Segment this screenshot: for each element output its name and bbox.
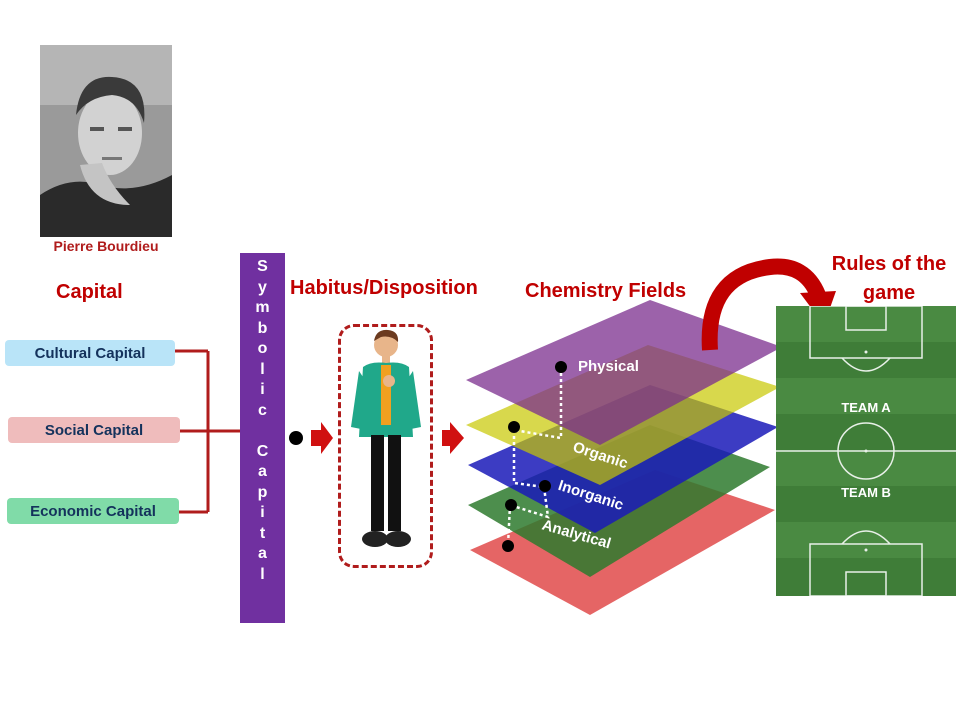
team-b-label: TEAM B xyxy=(841,485,891,500)
economic-capital-box: Economic Capital xyxy=(7,498,179,524)
symbolic-letter xyxy=(240,421,285,442)
symbolic-letter: m xyxy=(255,299,270,316)
symbolic-letter: S xyxy=(257,258,268,275)
symbolic-letter: l xyxy=(260,565,265,583)
symbolic-letter: y xyxy=(258,278,267,296)
rules-title: Rules of the game xyxy=(818,250,960,308)
symbolic-letter: a xyxy=(258,545,267,562)
pitch-markings xyxy=(776,306,956,596)
social-capital-box: Social Capital xyxy=(8,417,180,443)
layer-label-physical: Physical xyxy=(578,358,639,375)
habitus-title: Habitus/Disposition xyxy=(290,277,478,299)
symbolic-letter: t xyxy=(259,524,266,542)
social-capital-label: Social Capital xyxy=(44,421,144,439)
economic-capital-label: Economic Capital xyxy=(30,502,156,520)
person-figure-icon xyxy=(351,329,421,547)
right-arrow-icon xyxy=(311,422,333,454)
habitus-frame xyxy=(338,324,433,568)
symbolic-letter: C xyxy=(256,442,269,460)
symbolic-letter: o xyxy=(257,340,268,357)
cultural-capital-box: Cultural Capital xyxy=(5,340,175,366)
football-field: TEAM A TEAM B xyxy=(776,306,956,596)
rules-title-line1: Rules of the xyxy=(831,253,947,275)
symbolic-letter: l xyxy=(260,360,265,378)
symbolic-letter: c xyxy=(258,401,267,419)
right-arrow-icon xyxy=(442,422,464,454)
portrait-photo xyxy=(40,45,172,237)
cultural-capital-label: Cultural Capital xyxy=(34,344,146,362)
capital-title: Capital xyxy=(56,281,123,303)
arrow-to-habitus xyxy=(289,422,333,454)
symbolic-letter: i xyxy=(260,504,265,521)
symbolic-letter: p xyxy=(257,483,268,501)
symbolic-capital-bar: S y m b o l i c C a p i t a l xyxy=(240,253,285,623)
symbolic-letter: i xyxy=(260,381,265,398)
team-a-label: TEAM A xyxy=(841,400,891,415)
chemistry-fields-title: Chemistry Fields xyxy=(525,280,687,302)
rules-title-line2: game xyxy=(862,282,916,304)
arrow-to-fields xyxy=(442,422,464,454)
symbolic-letter: b xyxy=(257,319,268,337)
portrait-caption: Pierre Bourdieu xyxy=(53,238,159,254)
symbolic-letter: a xyxy=(258,463,267,480)
